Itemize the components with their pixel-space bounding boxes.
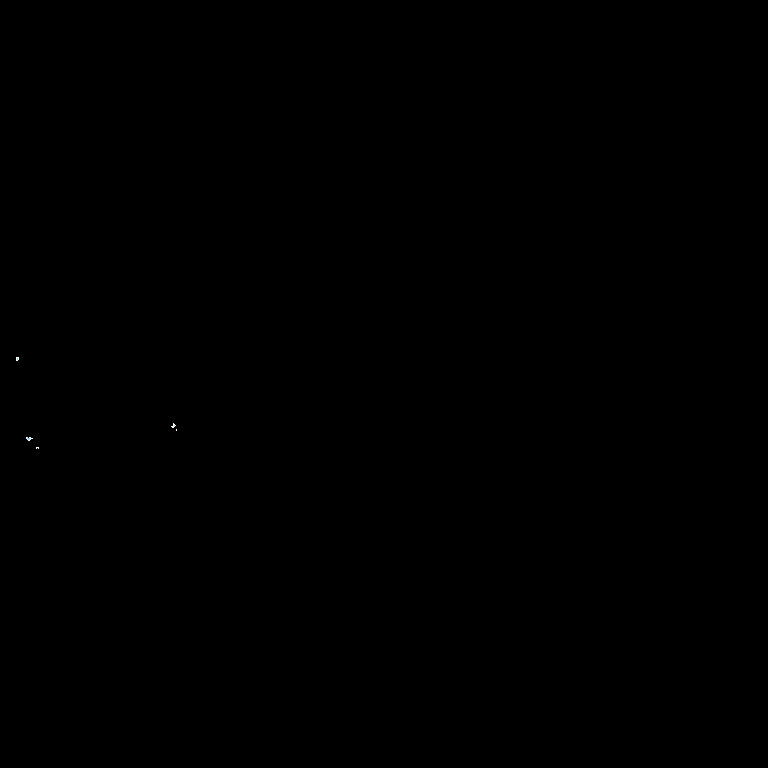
sprite-pixel (174, 424, 175, 425)
sprite-pixel (16, 357, 17, 358)
sprite-pixel (30, 438, 31, 439)
sprite-pixel (171, 426, 172, 427)
sprite-pixel (172, 427, 173, 428)
sprite-pixel (176, 429, 177, 430)
sprite-pixel (173, 424, 174, 425)
sprite-pixel (174, 425, 175, 426)
sprite-pixel (32, 438, 33, 439)
sprite-pixel (173, 423, 174, 424)
sprite-pixel (28, 439, 29, 440)
sprite-pixel (28, 438, 29, 439)
sprite-pixel (27, 438, 28, 439)
sprite-pixel (17, 358, 18, 359)
sprite-pixel (16, 360, 17, 361)
sprite-pixel (37, 447, 38, 448)
sprite-pixel (17, 359, 18, 360)
sprite-pixel (26, 437, 27, 438)
sprite-pixel (30, 439, 31, 440)
sprite-pixel (173, 426, 174, 427)
sprite-pixel (17, 357, 18, 358)
sprite-pixel (175, 425, 176, 426)
sprite-pixel (28, 440, 29, 441)
sprite-pixel (38, 448, 39, 449)
sprite-pixel (173, 425, 174, 426)
sprite-pixel (16, 359, 17, 360)
sprite-pixel (31, 438, 32, 439)
sprite-pixel (17, 360, 18, 361)
sprite-pixel (26, 438, 27, 439)
sprite-pixel (18, 357, 19, 358)
sprite-pixel (30, 437, 31, 438)
sprite-pixel (176, 430, 177, 431)
sprite-pixel (29, 437, 30, 438)
sprite-pixel (36, 447, 37, 448)
sprite-pixel (16, 358, 17, 359)
sprite-pixel (36, 448, 37, 449)
sprite-pixel (174, 426, 175, 427)
sprite-pixel (173, 427, 174, 428)
sprite-pixel (29, 438, 30, 439)
sprite-pixel (27, 439, 28, 440)
sprite-pixel (27, 437, 28, 438)
sprite-pixel (29, 440, 30, 441)
sprite-pixel (18, 359, 19, 360)
sprite-pixel (38, 447, 39, 448)
sprite-pixel (29, 439, 30, 440)
sprite-pixel (172, 426, 173, 427)
sprite-pixel (18, 358, 19, 359)
